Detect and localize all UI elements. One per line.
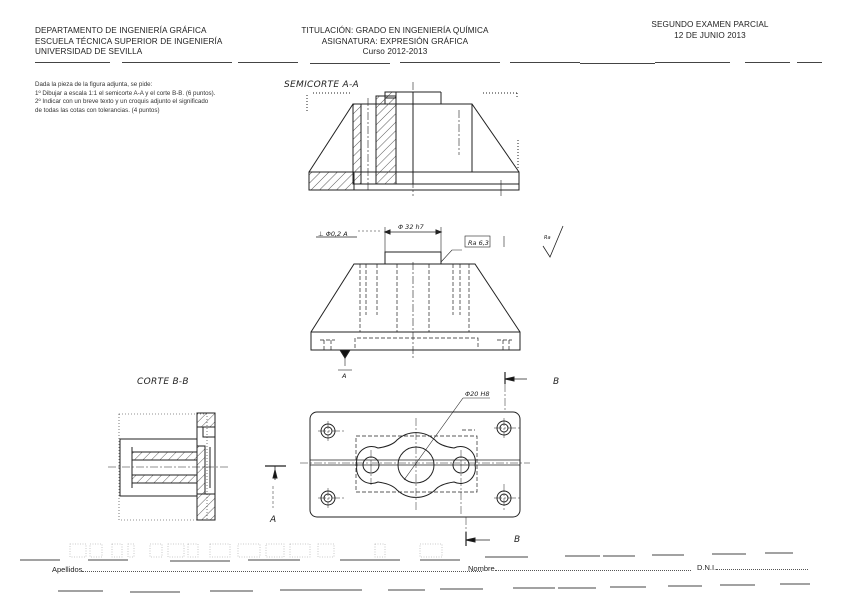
instructions-task-1: 1º Dibujar a escala 1:1 el semicorte A-A… <box>35 89 216 97</box>
diameter-dimension-text: Φ 32 h7 <box>398 223 425 231</box>
roughness-symbol-text: Ra <box>544 235 551 241</box>
surname-input-line[interactable] <box>82 565 483 572</box>
perpendicularity-tolerance-text: ⊥ Φ0,2 A <box>318 230 348 238</box>
academic-year: Curso 2012-2013 <box>362 47 428 56</box>
instructions-block: Dada la pieza de la figura adjunta, se p… <box>35 81 215 115</box>
header-divider <box>510 62 580 63</box>
surname-label: Apellidos <box>52 565 83 574</box>
header-divider <box>400 62 500 63</box>
hole-dimension-text: Φ20 H8 <box>465 390 489 398</box>
name-input-line[interactable] <box>494 564 691 571</box>
header-divider <box>797 62 822 63</box>
header-department-block: DEPARTAMENTO DE INGENIERÍA GRÁFICA ESCUE… <box>35 26 222 58</box>
instructions-task-2: 2º Indicar con un breve texto y un croqu… <box>35 98 209 105</box>
header-divider <box>310 63 390 64</box>
dni-input-line[interactable] <box>716 563 809 570</box>
dni-field[interactable]: D.N.I. <box>697 563 809 572</box>
datum-a-label: A <box>341 372 346 380</box>
instructions-task-2-cont: de todas las cotas con tolerancias. (4 p… <box>35 106 160 114</box>
header-divider <box>580 63 655 64</box>
degree-title: TITULACIÓN: GRADO EN INGENIERÍA QUÍMICA <box>301 26 489 35</box>
department-name: DEPARTAMENTO DE INGENIERÍA GRÁFICA <box>35 26 207 35</box>
section-marker-b-top: B <box>553 377 560 387</box>
dni-label: D.N.I. <box>697 563 717 572</box>
header-course-block: TITULACIÓN: GRADO EN INGENIERÍA QUÍMICA … <box>300 26 490 58</box>
exam-date: 12 DE JUNIO 2013 <box>674 30 746 40</box>
surname-field[interactable]: Apellidos <box>52 565 483 574</box>
header-divider <box>745 62 790 63</box>
header-exam-block: SEGUNDO EXAMEN PARCIAL 12 DE JUNIO 2013 <box>645 20 775 41</box>
school-name: ESCUELA TÉCNICA SUPERIOR DE INGENIERÍA <box>35 36 223 46</box>
header-divider <box>238 62 298 63</box>
header-divider <box>122 62 232 63</box>
exam-title: SEGUNDO EXAMEN PARCIAL <box>651 20 769 29</box>
corte-label: CORTE B-B <box>137 377 189 387</box>
instructions-intro: Dada la pieza de la figura adjunta, se p… <box>35 81 153 88</box>
header-divider <box>35 62 110 63</box>
semicorte-label: SEMICORTE A-A <box>284 80 359 90</box>
name-field[interactable]: Nombre <box>468 564 691 573</box>
section-marker-a-bottom: A <box>270 515 277 525</box>
header-divider <box>655 62 730 63</box>
section-marker-b-bottom: B <box>514 535 521 545</box>
roughness-tolerance-text: Ra 6,3 <box>468 239 489 247</box>
name-label: Nombre <box>468 564 495 573</box>
university-name: UNIVERSIDAD DE SEVILLA <box>35 47 143 56</box>
subject-title: ASIGNATURA: EXPRESIÓN GRÁFICA <box>321 36 469 46</box>
